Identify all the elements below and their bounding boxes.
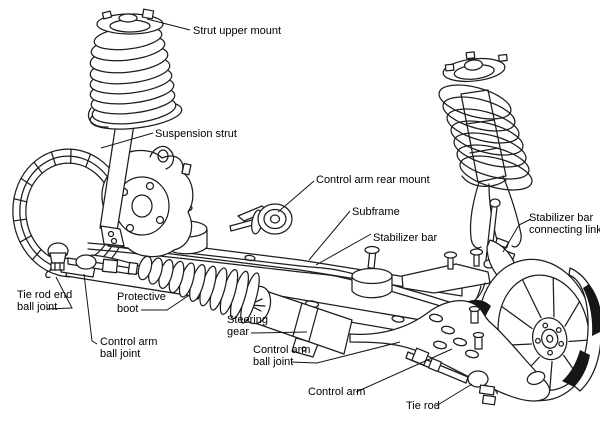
label-stabilizer-bar: Stabilizer bar (373, 232, 438, 244)
leader-tie-rod (435, 383, 473, 407)
left-strut-assembly (87, 8, 183, 247)
leader-strut-upper-mount (146, 18, 191, 31)
label-text-line: Stabilizer bar (529, 212, 594, 224)
label-control-arm-ball-joint-right: Control arm ball joint (253, 344, 310, 368)
leader-protective-boot (141, 295, 189, 311)
left-tie-rod (45, 242, 139, 279)
label-text-line: Control arm (100, 336, 158, 348)
protective-boot-left (137, 255, 260, 324)
label-text-line: ball joint (17, 301, 58, 313)
leader-tie-rod-end-ball-joint (46, 276, 73, 310)
label-control-arm: Control arm (308, 386, 366, 398)
leader-stabilizer-bar (315, 233, 372, 266)
label-control-arm-rear-mount: Control arm rear mount (316, 174, 430, 186)
leader-suspension-strut (100, 132, 154, 149)
label-suspension-strut: Suspension strut (155, 128, 237, 140)
label-text-line: Tie rod end (17, 289, 73, 301)
label-control-arm-ball-joint-left: Control arm ball joint (100, 336, 157, 360)
label-strut-upper-mount: Strut upper mount (193, 25, 282, 37)
label-text-line: connecting link (529, 224, 600, 236)
right-strut-assembly (438, 51, 533, 261)
leader-ca-ball-joint-right (290, 341, 401, 364)
leader-stab-connecting-link (502, 218, 532, 253)
label-text-line: ball joint (253, 356, 294, 368)
label-text-line: Control arm (253, 344, 311, 356)
control-arm-rear-mount-bushing (229, 203, 293, 235)
label-text-line: ball joint (100, 348, 141, 360)
leader-lines (46, 18, 532, 407)
line-art (12, 8, 600, 406)
leader-ca-ball-joint-left (83, 273, 98, 345)
label-text-line: gear (227, 326, 250, 338)
label-text-line: boot (117, 303, 139, 315)
leader-control-arm (355, 348, 453, 393)
label-protective-boot: Protective boot (117, 291, 166, 315)
label-steering-gear: Steering gear (227, 314, 268, 338)
label-text-line: Protective (117, 291, 166, 303)
leader-subframe (308, 210, 351, 261)
steering-gear-housing (242, 285, 353, 358)
label-tie-rod-end-ball-joint: Tie rod end ball joint (17, 289, 72, 313)
body-mount-right (351, 245, 393, 299)
leader-control-arm-rear-mount (277, 180, 315, 213)
label-subframe: Subframe (352, 206, 400, 218)
label-text-line: Steering (227, 314, 268, 326)
right-tie-rod (405, 347, 497, 406)
leader-steering-gear (250, 331, 308, 334)
label-tie-rod: Tie rod (406, 400, 440, 412)
label-stabilizer-bar-connecting-link: Stabilizer bar connecting link (529, 212, 600, 236)
brake-caliper (562, 267, 600, 392)
